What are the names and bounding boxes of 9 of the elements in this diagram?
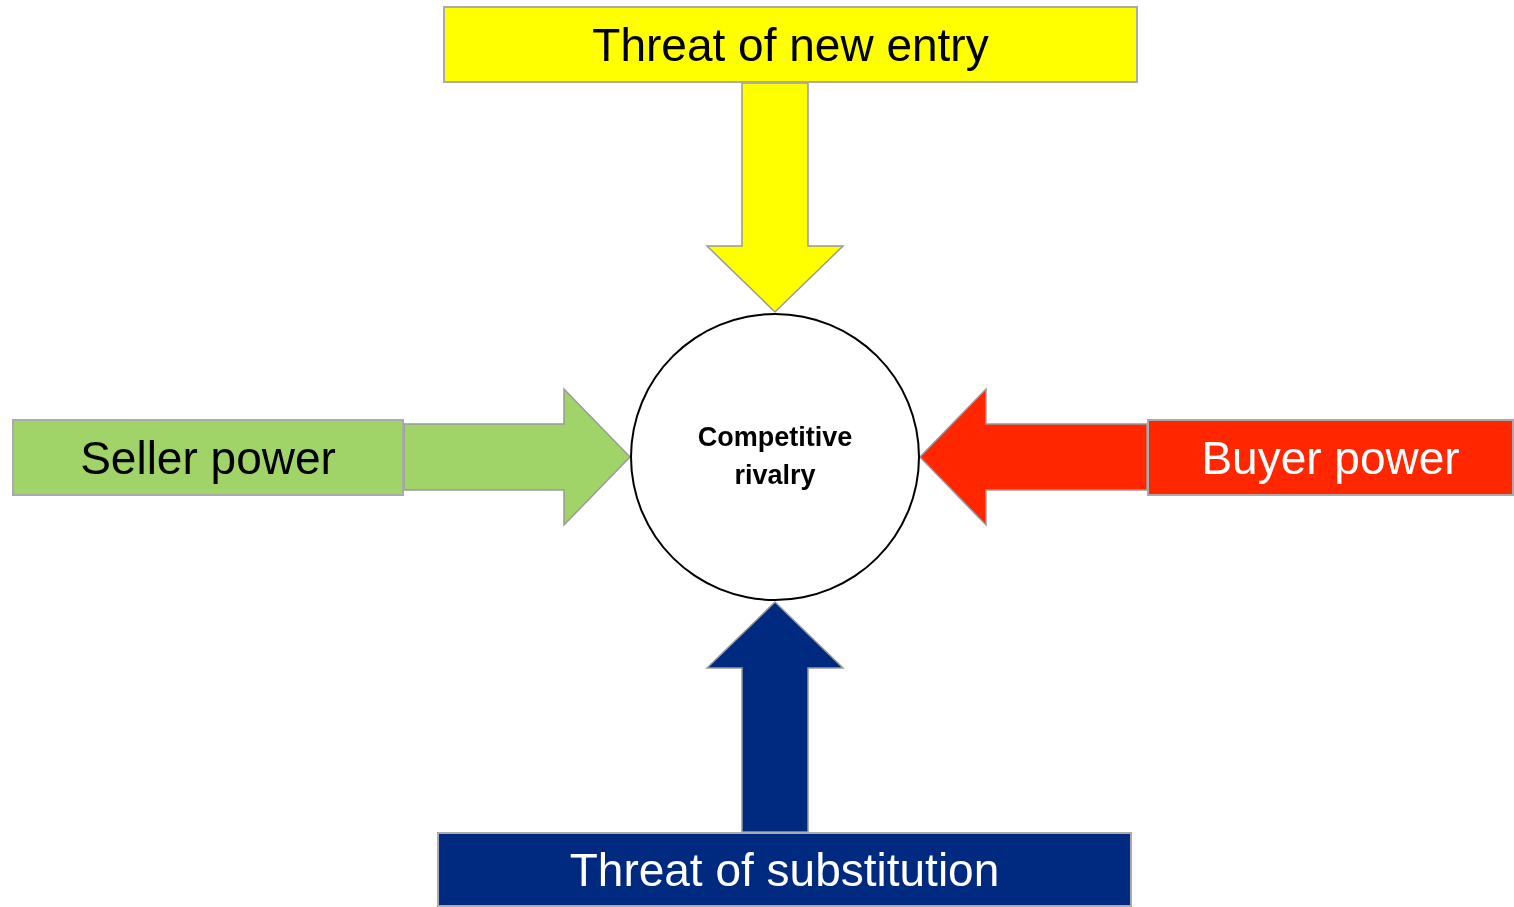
force-box: Buyer power [1147,419,1514,496]
force-box: Threat of new entry [443,6,1138,83]
arrow [705,82,845,314]
arrow [403,387,632,527]
rivalry-circle: Competitive rivalry [630,313,920,601]
force-box: Threat of substitution [437,832,1132,907]
force-box: Seller power [12,419,404,496]
arrow [918,387,1148,527]
arrow [705,600,845,833]
